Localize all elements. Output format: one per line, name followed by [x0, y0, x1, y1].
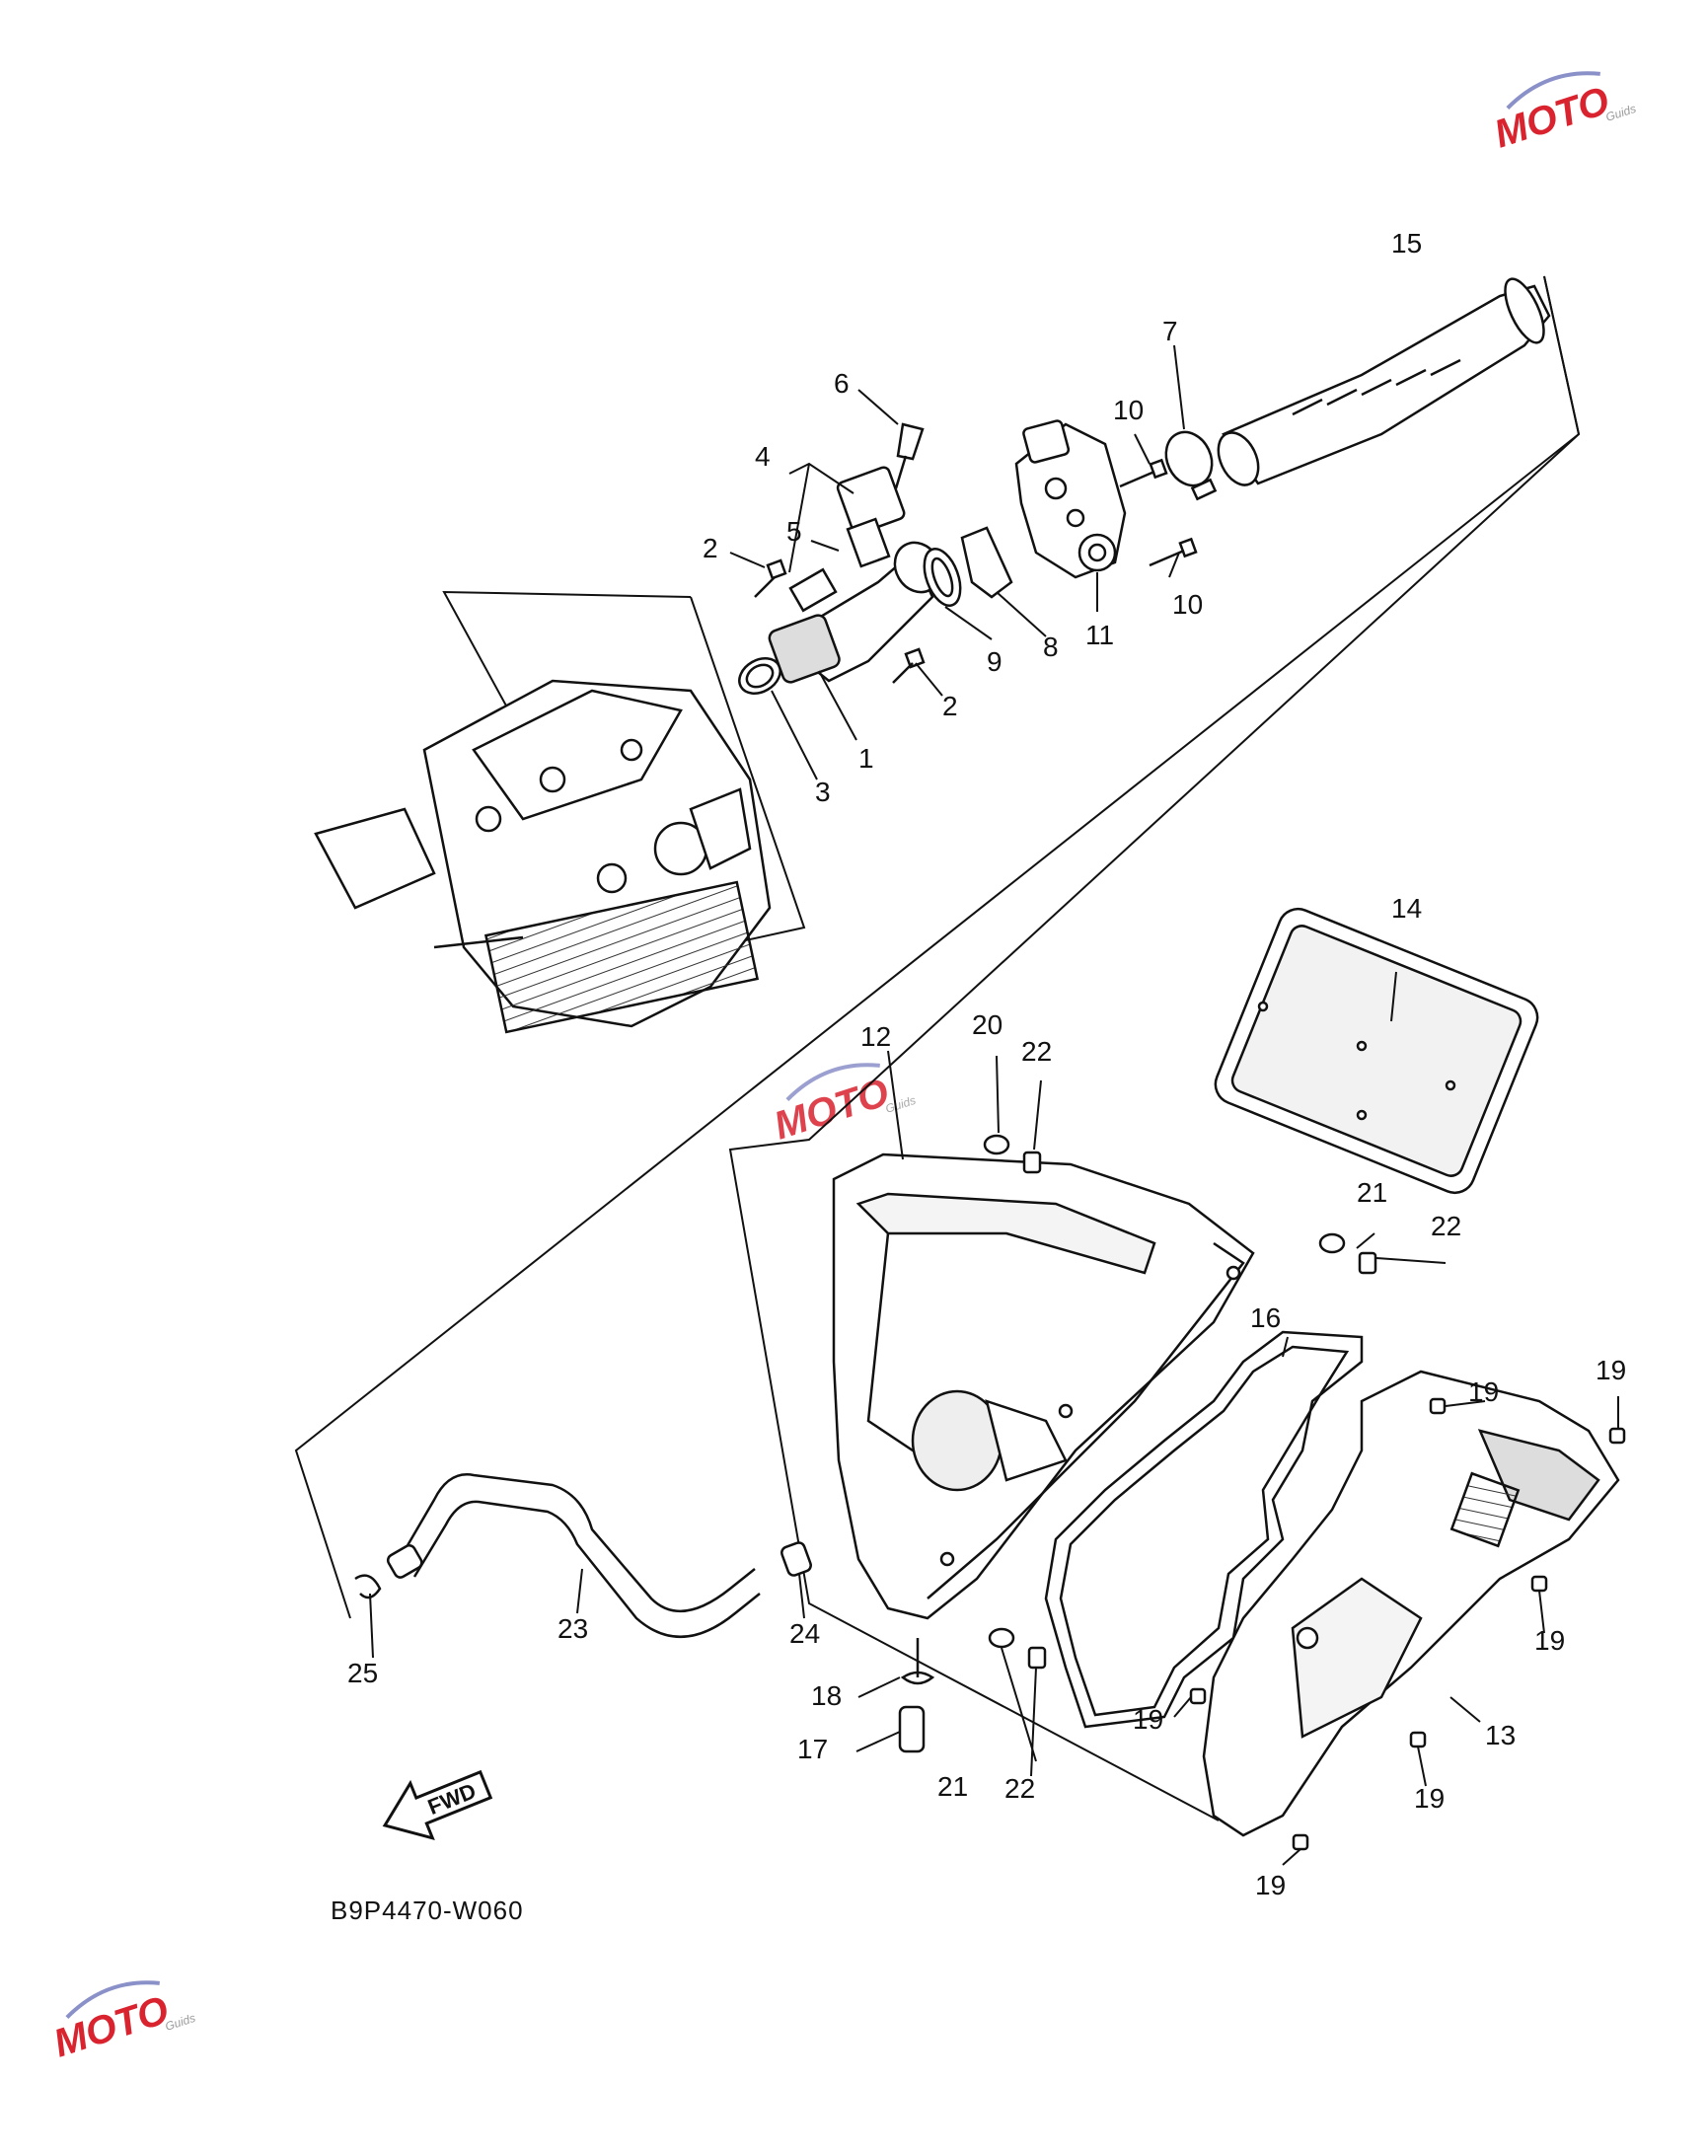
callout-19-b: 19: [1596, 1355, 1626, 1385]
callout-1: 1: [858, 743, 874, 774]
callout-19-a: 19: [1468, 1376, 1499, 1407]
frame-left: [294, 275, 1581, 1619]
callout-24: 24: [789, 1618, 820, 1649]
throttle-body: [1014, 419, 1127, 579]
washer-20: [983, 1134, 1010, 1155]
callout-13: 13: [1485, 1720, 1516, 1750]
washer-21-right: [1318, 1232, 1346, 1254]
bolts-10: [1119, 458, 1198, 567]
callout-9: 9: [987, 646, 1003, 677]
watermark-brand-bottom: MOTO: [48, 1988, 174, 2066]
watermark-swoosh: [1506, 71, 1600, 110]
screw-19e: [1409, 1731, 1427, 1748]
callout-22-right: 22: [1431, 1211, 1461, 1241]
engine-cylinder-head: [314, 679, 772, 1034]
watermark-bottom: MOTO Guids: [48, 1980, 197, 2066]
screw-19b: [1608, 1427, 1626, 1445]
washer-21-bottom: [988, 1627, 1015, 1649]
callout-2-bottom: 2: [942, 691, 958, 721]
spacers: [923, 526, 1013, 607]
callout-6: 6: [834, 368, 850, 399]
hose-end: [386, 1544, 423, 1579]
callout-11: 11: [1085, 620, 1114, 650]
watermark-brand-mid: MOTO: [769, 1071, 894, 1149]
bolt-22-right: [1358, 1251, 1377, 1275]
drain-plug: [898, 1638, 935, 1753]
watermark-top: MOTO Guids: [1489, 71, 1638, 157]
callout-14: 14: [1391, 893, 1422, 924]
air-filter-element: [1214, 907, 1539, 1195]
callout-12: 12: [860, 1021, 891, 1052]
callout-10-top: 10: [1113, 395, 1144, 425]
diagram-code: B9P4470-W060: [331, 1896, 524, 1925]
air-box: [832, 1152, 1255, 1620]
intake-manifold: [738, 541, 942, 695]
callout-7: 7: [1162, 316, 1178, 346]
leader-lines: [369, 344, 1619, 1866]
clip-25: [354, 1574, 382, 1599]
callout-19-d: 19: [1133, 1704, 1163, 1735]
callout-22-top: 22: [1021, 1036, 1052, 1067]
callout-16: 16: [1250, 1302, 1281, 1333]
callout-23: 23: [557, 1613, 588, 1644]
screw-19d: [1189, 1687, 1207, 1705]
callout-19-e: 19: [1414, 1783, 1445, 1814]
callout-17: 17: [797, 1734, 828, 1764]
callout-2-top: 2: [703, 533, 718, 563]
callout-18: 18: [811, 1680, 842, 1711]
callout-3: 3: [815, 777, 831, 807]
plug-24: [780, 1541, 812, 1577]
screw-19c: [1530, 1575, 1548, 1593]
callout-5: 5: [786, 516, 802, 547]
air-box-gasket: [1044, 1330, 1364, 1729]
clip-18: [900, 1671, 935, 1685]
watermark-brand: MOTO: [1489, 79, 1614, 157]
joint-15: [1222, 284, 1551, 485]
callout-25: 25: [347, 1658, 378, 1688]
callout-22-bottom: 22: [1004, 1773, 1035, 1804]
callout-10-bottom: 10: [1172, 589, 1203, 620]
bolts-2: [754, 558, 926, 684]
screw-19a: [1429, 1397, 1447, 1415]
callout-19-c: 19: [1534, 1625, 1565, 1656]
breather-hose: [386, 1473, 761, 1639]
callout-20: 20: [972, 1009, 1003, 1040]
air-box-cover: [1202, 1370, 1620, 1837]
callouts: 1 2 2 3 4 5 6 7 8 9 10 10 11 12 13 14 15…: [347, 228, 1626, 1900]
screw-19f: [1292, 1833, 1309, 1851]
bolt-6: [896, 422, 925, 461]
fwd-arrow-icon: FWD: [382, 1769, 493, 1841]
callout-4: 4: [755, 441, 771, 472]
throttle-sensor: [836, 422, 925, 568]
plate-8: [960, 526, 1013, 599]
intake-joint: [1164, 277, 1551, 501]
callout-21-right: 21: [1357, 1177, 1387, 1208]
callout-19-f: 19: [1255, 1870, 1286, 1900]
fasteners: [983, 1134, 1377, 1670]
callout-21-bottom: 21: [937, 1771, 968, 1802]
callout-15: 15: [1391, 228, 1422, 259]
bolt-22-bottom: [1027, 1646, 1047, 1670]
plug-17: [898, 1705, 926, 1753]
callout-8: 8: [1043, 632, 1059, 662]
bolt-22-top: [1022, 1151, 1042, 1174]
